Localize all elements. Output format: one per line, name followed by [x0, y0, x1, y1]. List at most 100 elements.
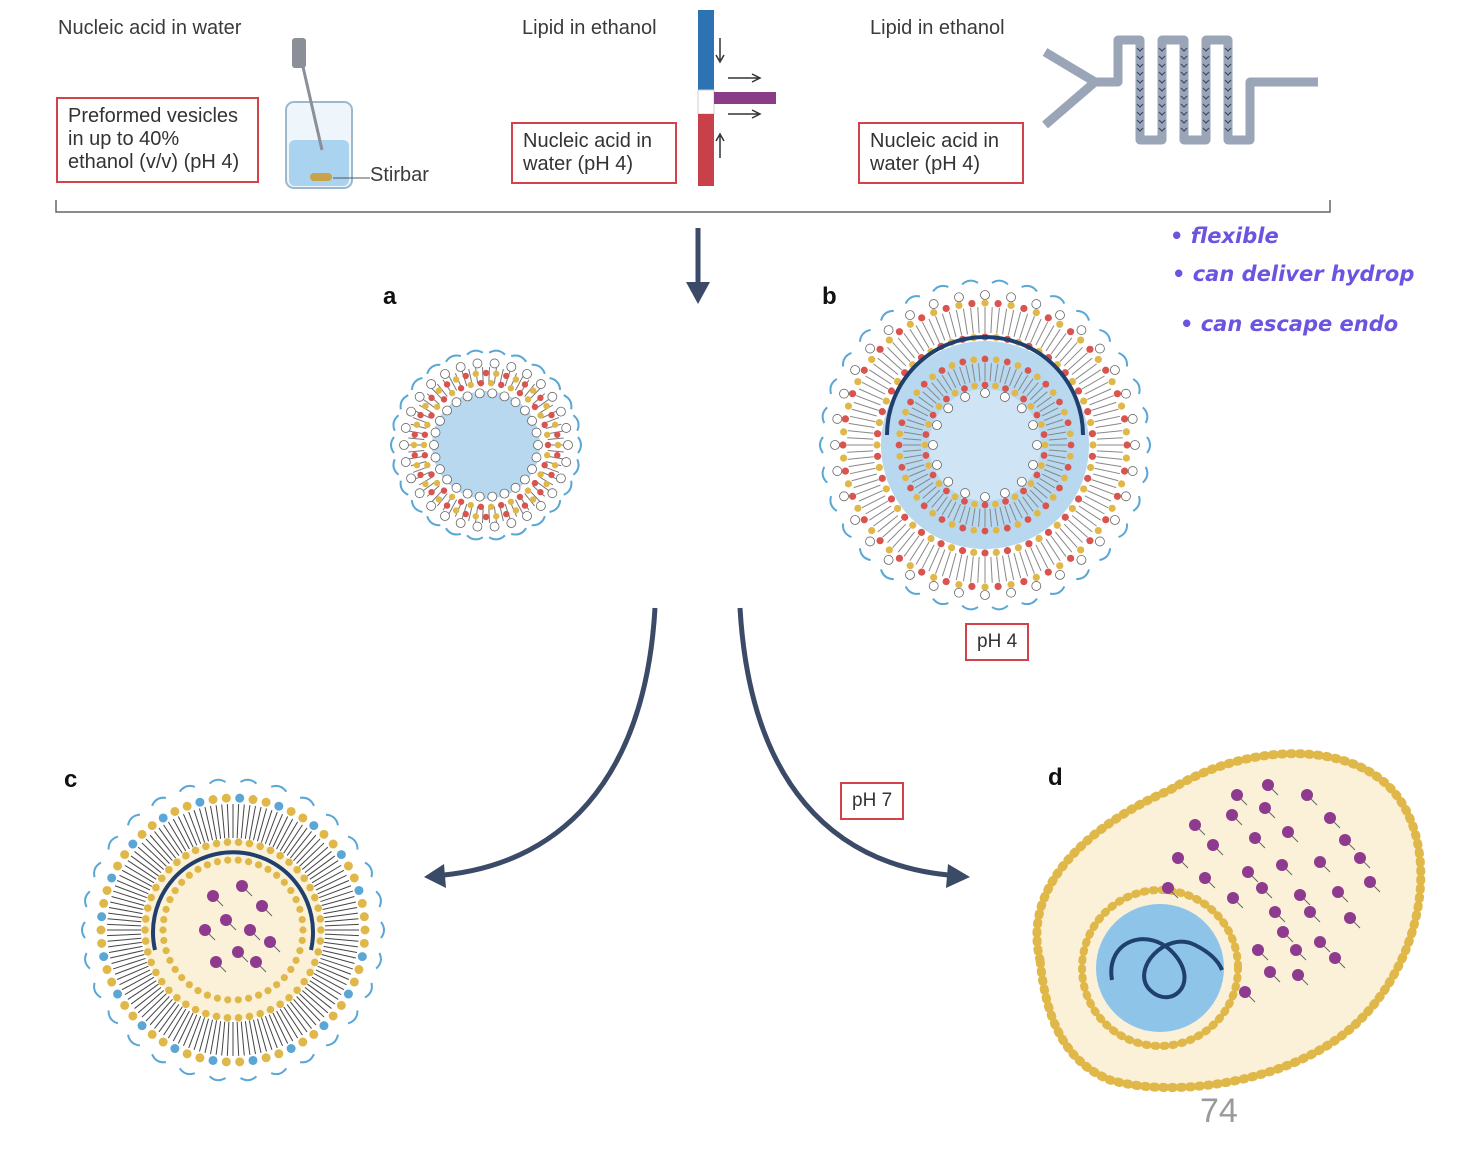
- lipid-tail: [318, 885, 352, 899]
- lipid-head: [873, 430, 882, 438]
- cationic-lipid: [435, 464, 445, 475]
- herringbone-chevron: [1180, 111, 1188, 116]
- lipid-head: [848, 390, 857, 398]
- peg-lipid: [904, 585, 921, 595]
- arrow-to-d: [737, 607, 961, 879]
- lipid-tail: [322, 901, 356, 911]
- lipid-head: [1032, 573, 1040, 582]
- lipid-tail: [1096, 450, 1123, 453]
- lipid-tail: [903, 535, 920, 557]
- lipid-head: [147, 1029, 157, 1039]
- lipid-head: [411, 452, 418, 459]
- lipid-tail: [226, 1021, 230, 1056]
- lipid-head: [902, 408, 909, 416]
- lipid-tail: [188, 1015, 202, 1049]
- col3-condition-box: Nucleic acid in water (pH 4): [858, 122, 1024, 184]
- lipid-head: [1040, 452, 1048, 459]
- lipid-tail: [323, 907, 358, 915]
- lipid-tail: [252, 1019, 262, 1053]
- lipid-head: [493, 513, 500, 520]
- lipid-head: [925, 462, 933, 469]
- lipid-tail: [892, 527, 911, 548]
- lipid-head: [467, 501, 474, 509]
- lipid-tail: [922, 486, 937, 499]
- lipid-head: [280, 878, 288, 886]
- lipid-head: [1056, 562, 1064, 570]
- lipid-tail: [1045, 538, 1061, 562]
- peg-lipid: [510, 354, 527, 363]
- lipid-head: [1035, 534, 1043, 543]
- lipid-tail: [183, 813, 198, 846]
- lipid-head: [948, 521, 956, 528]
- lipid-tail: [909, 328, 925, 352]
- herringbone-chevron: [1136, 127, 1144, 132]
- lipid-head: [448, 389, 456, 397]
- lipid-tail: [918, 482, 934, 494]
- lipid-head: [951, 493, 959, 501]
- lipid-head: [948, 544, 956, 552]
- lipid-tail: [1084, 495, 1109, 509]
- lipid-head: [1042, 380, 1050, 388]
- lipid-tail: [260, 1017, 273, 1050]
- lipid-tail: [116, 880, 149, 895]
- lipid-tail: [1093, 408, 1119, 417]
- lipid-head: [256, 842, 264, 851]
- peg-lipid: [858, 548, 871, 562]
- col1-title: Nucleic acid in water: [58, 17, 242, 39]
- lipid-head: [1042, 502, 1050, 510]
- lipid-head: [97, 938, 107, 948]
- lipid-tail: [1045, 464, 1064, 471]
- herringbone-chevron: [1180, 71, 1188, 76]
- lipid-head: [314, 904, 323, 912]
- lipid-tail: [543, 417, 560, 424]
- col1-box-line1: Preformed vesicles: [68, 105, 239, 127]
- peg-lipid: [488, 534, 506, 541]
- lipid-tail: [167, 1008, 187, 1039]
- peg-lipid: [858, 328, 871, 342]
- herringbone-chevron: [1136, 47, 1144, 52]
- lipid-head: [937, 540, 945, 548]
- lipid-head: [841, 467, 850, 475]
- ionizable-lipid: [1259, 802, 1271, 814]
- lipid-head: [913, 389, 921, 397]
- lipid-tail: [145, 838, 170, 864]
- lipid-tail: [177, 1012, 194, 1044]
- herringbone-chevron: [1202, 103, 1210, 108]
- cationic-lipid: [429, 440, 439, 450]
- ionizable-lipid: [1314, 936, 1326, 948]
- lipid-head: [839, 441, 847, 449]
- peg-lipid: [880, 309, 894, 321]
- lipid-head: [938, 516, 946, 523]
- lipid-head: [420, 441, 428, 449]
- peg-lipid: [1118, 351, 1129, 367]
- lipid-tail: [1047, 459, 1065, 465]
- lipid-head: [410, 441, 418, 449]
- lipid-head: [921, 441, 929, 449]
- lipid-head: [213, 858, 222, 866]
- lipid-tail: [210, 1020, 218, 1055]
- lipid-tail: [1039, 478, 1056, 489]
- lipid-head: [457, 498, 465, 505]
- lipid-tail: [221, 1021, 226, 1056]
- ionizable-lipid: [1294, 889, 1306, 901]
- lipid-head: [316, 937, 325, 945]
- lipid-head: [244, 994, 253, 1002]
- cationic-lipid: [435, 415, 445, 426]
- top-panel-bracket: [55, 200, 1331, 213]
- lipid-tail: [1096, 456, 1123, 460]
- lipid-tail: [905, 459, 923, 465]
- cationic-lipid: [1006, 292, 1016, 303]
- lipid-head: [202, 1009, 210, 1018]
- ionizable-lipid: [207, 890, 219, 902]
- lipid-tail: [193, 810, 206, 843]
- lipid-head: [99, 952, 109, 962]
- lipid-tail: [1022, 378, 1034, 394]
- lipid-head: [898, 419, 906, 427]
- lipid-head: [1068, 504, 1076, 513]
- lipid-head: [1077, 336, 1085, 344]
- lipid-head: [319, 1021, 329, 1031]
- cationic-lipid: [960, 488, 971, 498]
- lipid-tail: [524, 493, 536, 507]
- peg-lipid: [819, 436, 824, 454]
- lipid-tail: [999, 365, 1005, 383]
